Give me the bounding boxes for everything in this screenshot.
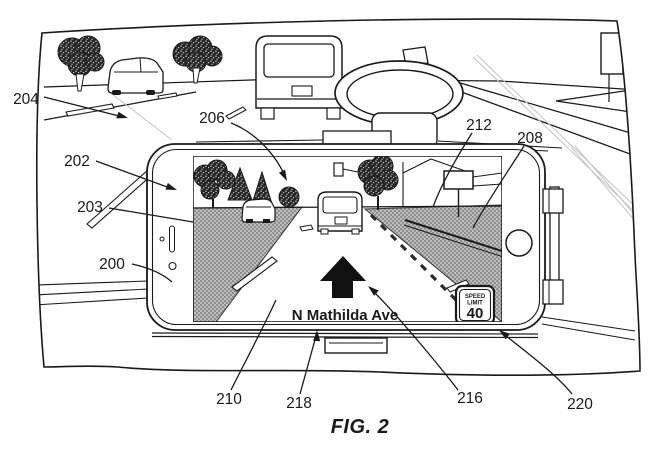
drawing-border — [35, 18, 641, 377]
van-wheel — [326, 107, 341, 120]
car-icon — [107, 57, 164, 95]
leader-202 — [95, 160, 171, 189]
leader-203 — [108, 207, 194, 223]
curb-line — [404, 219, 502, 252]
tree-icon — [357, 156, 399, 210]
van-icon — [317, 191, 363, 235]
dashboard-left-lines — [36, 280, 149, 306]
up-arrow-icon — [320, 256, 366, 298]
dashboard-under-phone-lines — [151, 332, 539, 339]
tree-icon — [172, 35, 223, 84]
tree-trunk — [192, 67, 201, 84]
license-plate — [291, 85, 313, 97]
license-plate — [334, 216, 348, 225]
leader-216 — [373, 291, 459, 391]
speaker-slot-icon — [169, 225, 175, 253]
windshield-scene — [36, 32, 641, 354]
van-wheel — [260, 107, 275, 120]
ref-label-220: 220 — [567, 396, 593, 413]
van-icon — [255, 35, 343, 120]
figure-caption: FIG. 2 — [331, 416, 390, 438]
lane-marking-screen-2 — [299, 224, 314, 232]
leader-206 — [230, 122, 286, 177]
bush-icon — [278, 186, 300, 208]
lane-marking-outside-4 — [225, 106, 247, 120]
arrowhead-204 — [116, 111, 128, 119]
leader-218 — [299, 335, 317, 395]
ref-label-218: 218 — [286, 395, 312, 412]
phone-screen[interactable]: N Mathilda Ave SPEED LIMIT 40 — [193, 155, 502, 324]
tree-icon — [193, 159, 236, 208]
ref-label-216: 216 — [457, 390, 483, 407]
arrowhead-206 — [278, 169, 287, 181]
crossroad-lines — [555, 88, 639, 114]
lane-marking-screen-1 — [231, 256, 278, 292]
tree-trunk — [75, 73, 85, 92]
home-button[interactable] — [505, 229, 533, 257]
leader-200 — [131, 263, 173, 283]
road-edge-right-2 — [449, 79, 641, 137]
leader-220 — [504, 334, 573, 395]
mount-clamp-top — [542, 188, 564, 214]
ref-label-204: 204 — [13, 91, 39, 108]
ref-label-212: 212 — [466, 117, 492, 134]
dashboard-right-lines — [541, 316, 636, 341]
camera-dot-icon — [168, 261, 177, 271]
arrowhead-216 — [368, 286, 379, 296]
ref-label-203: 203 — [77, 199, 103, 216]
leader-212 — [432, 132, 473, 208]
arrowhead-202 — [165, 183, 177, 190]
car-wheel — [112, 90, 121, 95]
ref-label-206: 206 — [199, 110, 225, 127]
steering-wheel — [322, 46, 464, 149]
roadside-structures — [402, 158, 502, 207]
phone-bezel-line — [151, 148, 541, 326]
speed-limit-sign: SPEED LIMIT 40 — [454, 284, 496, 322]
sensor-dot-icon — [159, 236, 165, 242]
conifer-icon — [227, 166, 253, 201]
tree-icon — [57, 35, 105, 92]
street-name-label: N Mathilda Ave — [292, 307, 398, 324]
speed-sign-value: 40 — [467, 305, 484, 322]
mini-sign — [333, 162, 344, 177]
windshield-glare-lines — [107, 54, 641, 232]
leader-204 — [43, 96, 120, 117]
dashed-lane-line — [369, 213, 458, 302]
leader-210 — [230, 299, 277, 391]
speed-sign-line1: SPEED — [465, 294, 486, 300]
mount-bottom-tab — [324, 337, 388, 354]
ref-label-202: 202 — [64, 153, 90, 170]
arrowhead-218 — [313, 330, 321, 342]
lane-marking-outside-2 — [157, 92, 178, 100]
leader-208 — [472, 145, 525, 229]
car-icon — [241, 198, 276, 223]
arrowhead-220 — [499, 330, 510, 340]
lane-marking-screen-3 — [446, 279, 470, 293]
mount-clamp-bottom — [542, 279, 564, 305]
ref-label-210: 210 — [216, 391, 242, 408]
ref-label-208: 208 — [517, 130, 543, 147]
speed-sign-line2: LIMIT — [467, 301, 483, 307]
reference-annotations: 204 206 202 203 200 212 208 210 218 216 … — [13, 91, 593, 413]
lane-marking-outside-1 — [65, 103, 115, 117]
ref-label-200: 200 — [99, 256, 125, 273]
car-wheel — [146, 90, 155, 95]
